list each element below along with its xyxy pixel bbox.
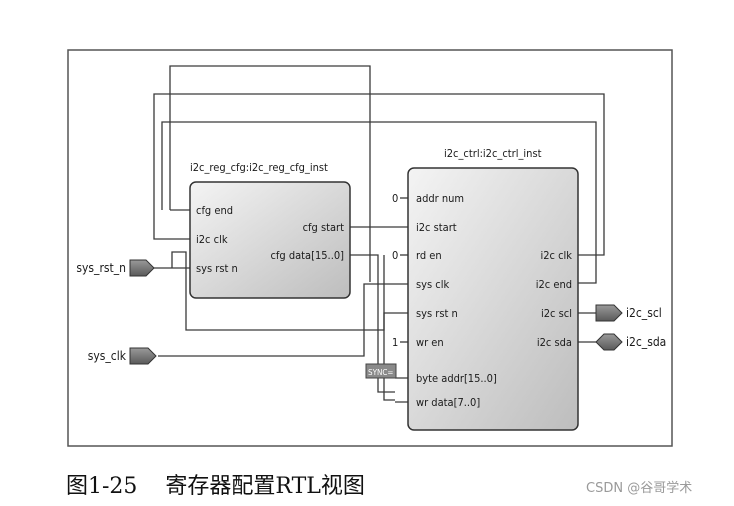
- ctrl-out-i2c-sda: i2c sda: [537, 336, 572, 349]
- const-addr-num: 0: [392, 192, 398, 205]
- ctrl-in-sys-clk: sys clk: [416, 278, 450, 291]
- ctrl-in-addr-num: addr num: [416, 192, 464, 205]
- port-sys-rst-n: [129, 259, 155, 277]
- ctrl-in-byte-addr: byte addr[15..0]: [416, 372, 497, 385]
- ctrl-in-rd-en: rd en: [416, 249, 442, 262]
- ctrl-in-i2c-start: i2c start: [416, 221, 457, 234]
- sync-label: SYNC=: [368, 368, 393, 377]
- reg-cfg-block: [189, 181, 351, 299]
- wires: [152, 65, 605, 403]
- port-sys-clk-label: sys_clk: [88, 349, 127, 363]
- port-i2c-sda-label: i2c_sda: [626, 335, 666, 349]
- ctrl-out-i2c-end: i2c end: [536, 278, 572, 291]
- reg-cfg-in-i2c-clk: i2c clk: [196, 233, 228, 246]
- ctrl-in-wr-en: wr en: [416, 336, 444, 349]
- sync-box: [365, 363, 397, 379]
- port-sys-rst-n-label: sys_rst_n: [76, 261, 126, 275]
- figure-caption: 图1-25 寄存器配置RTL视图: [66, 474, 365, 499]
- const-rd-en: 0: [392, 249, 398, 262]
- port-i2c-scl: [595, 304, 623, 322]
- port-i2c-sda: [595, 333, 623, 351]
- reg-cfg-in-sys-rst-n: sys rst n: [196, 262, 238, 275]
- reg-cfg-out-cfg-start: cfg start: [303, 221, 345, 234]
- ctrl-in-wr-data: wr data[7..0]: [416, 396, 480, 409]
- ctrl-out-i2c-clk: i2c clk: [540, 249, 572, 262]
- reg-cfg-out-cfg-data: cfg data[15..0]: [270, 249, 344, 262]
- ctrl-in-sys-rst-n: sys rst n: [416, 307, 458, 320]
- ctrl-block: [407, 167, 579, 431]
- const-wr-en: 1: [392, 336, 398, 349]
- port-i2c-scl-label: i2c_scl: [626, 306, 662, 320]
- ctrl-title: i2c_ctrl:i2c_ctrl_inst: [444, 147, 542, 160]
- ctrl-out-i2c-scl: i2c scl: [541, 307, 572, 320]
- watermark: CSDN @谷哥学术: [586, 481, 693, 496]
- reg-cfg-title: i2c_reg_cfg:i2c_reg_cfg_inst: [190, 161, 328, 174]
- port-sys-clk: [129, 347, 157, 365]
- reg-cfg-in-cfg-end: cfg end: [196, 204, 233, 217]
